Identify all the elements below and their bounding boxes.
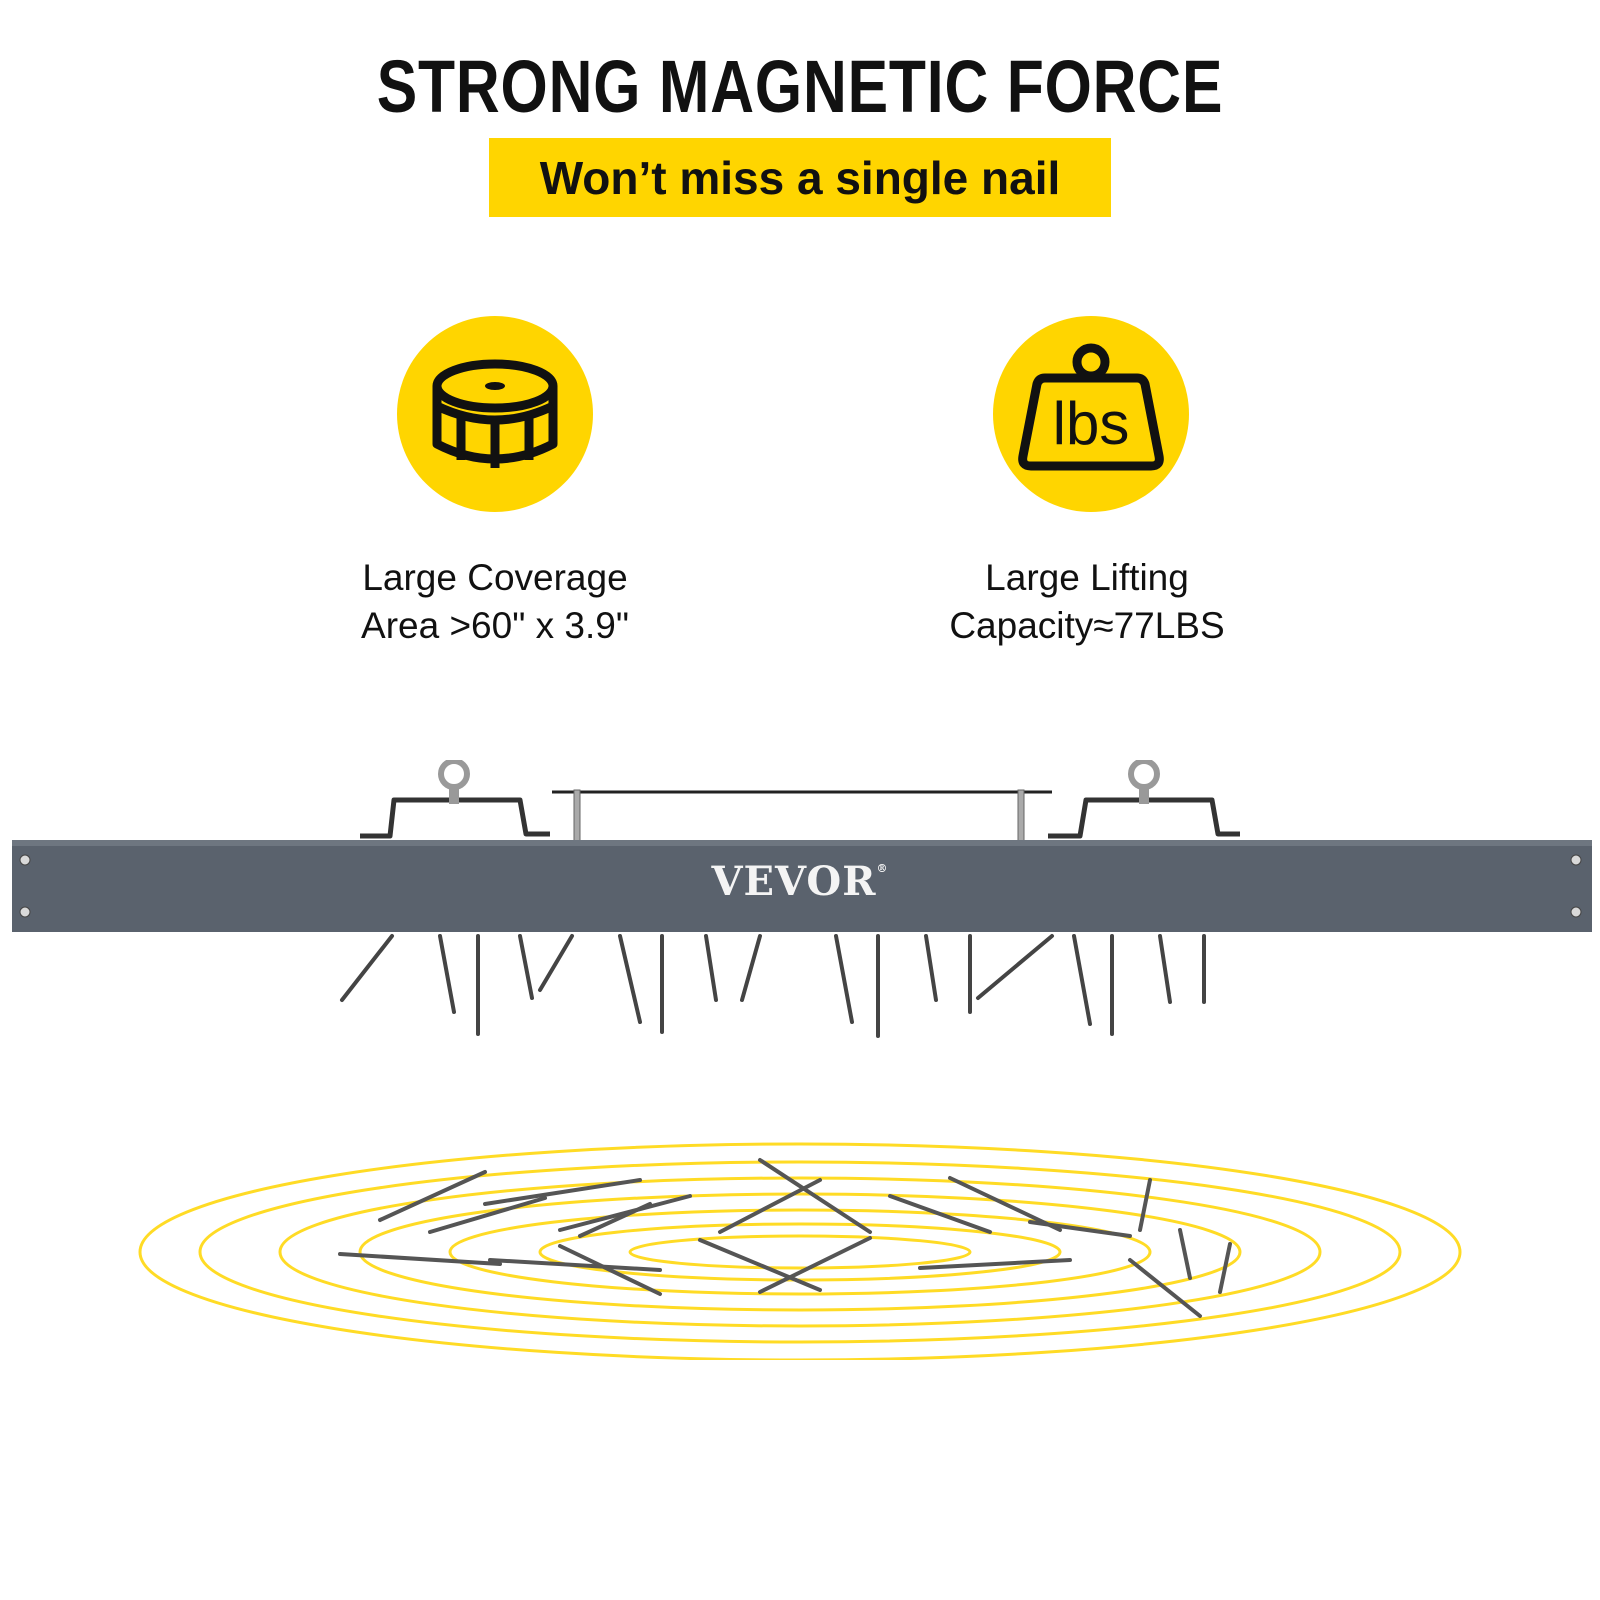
- brand-logo: VEVOR®: [690, 858, 910, 905]
- scattered-nails: [338, 1158, 1232, 1318]
- subtitle-banner: Won’t miss a single nail: [489, 138, 1111, 217]
- magnetic-field-rings: [138, 1142, 1462, 1360]
- page-title: STRONG MAGNETIC FORCE: [376, 45, 1224, 128]
- nail-coil-icon: [432, 359, 558, 468]
- lifting-badge: lbs: [993, 316, 1189, 512]
- lifting-line-2: Capacity≈77LBS: [949, 605, 1225, 646]
- brand-name: VEVOR: [711, 858, 877, 905]
- coverage-line-2: Area >60" x 3.9": [361, 605, 629, 646]
- attached-nails: [340, 934, 1206, 1038]
- lifting-feature: Large Lifting Capacity≈77LBS: [877, 554, 1297, 650]
- coverage-feature: Large Coverage Area >60" x 3.9": [285, 554, 705, 650]
- lifting-line-1: Large Lifting: [985, 557, 1189, 598]
- subtitle-text: Won’t miss a single nail: [539, 151, 1061, 204]
- sweeper-graphic: [12, 760, 1592, 1360]
- weight-lbs-icon: lbs: [1018, 343, 1164, 471]
- coverage-line-1: Large Coverage: [362, 557, 628, 598]
- weight-icon-label: lbs: [1053, 390, 1130, 457]
- registered-mark: ®: [876, 862, 889, 875]
- coverage-badge: [397, 316, 593, 512]
- magnetic-sweeper-illustration: [0, 760, 1600, 1360]
